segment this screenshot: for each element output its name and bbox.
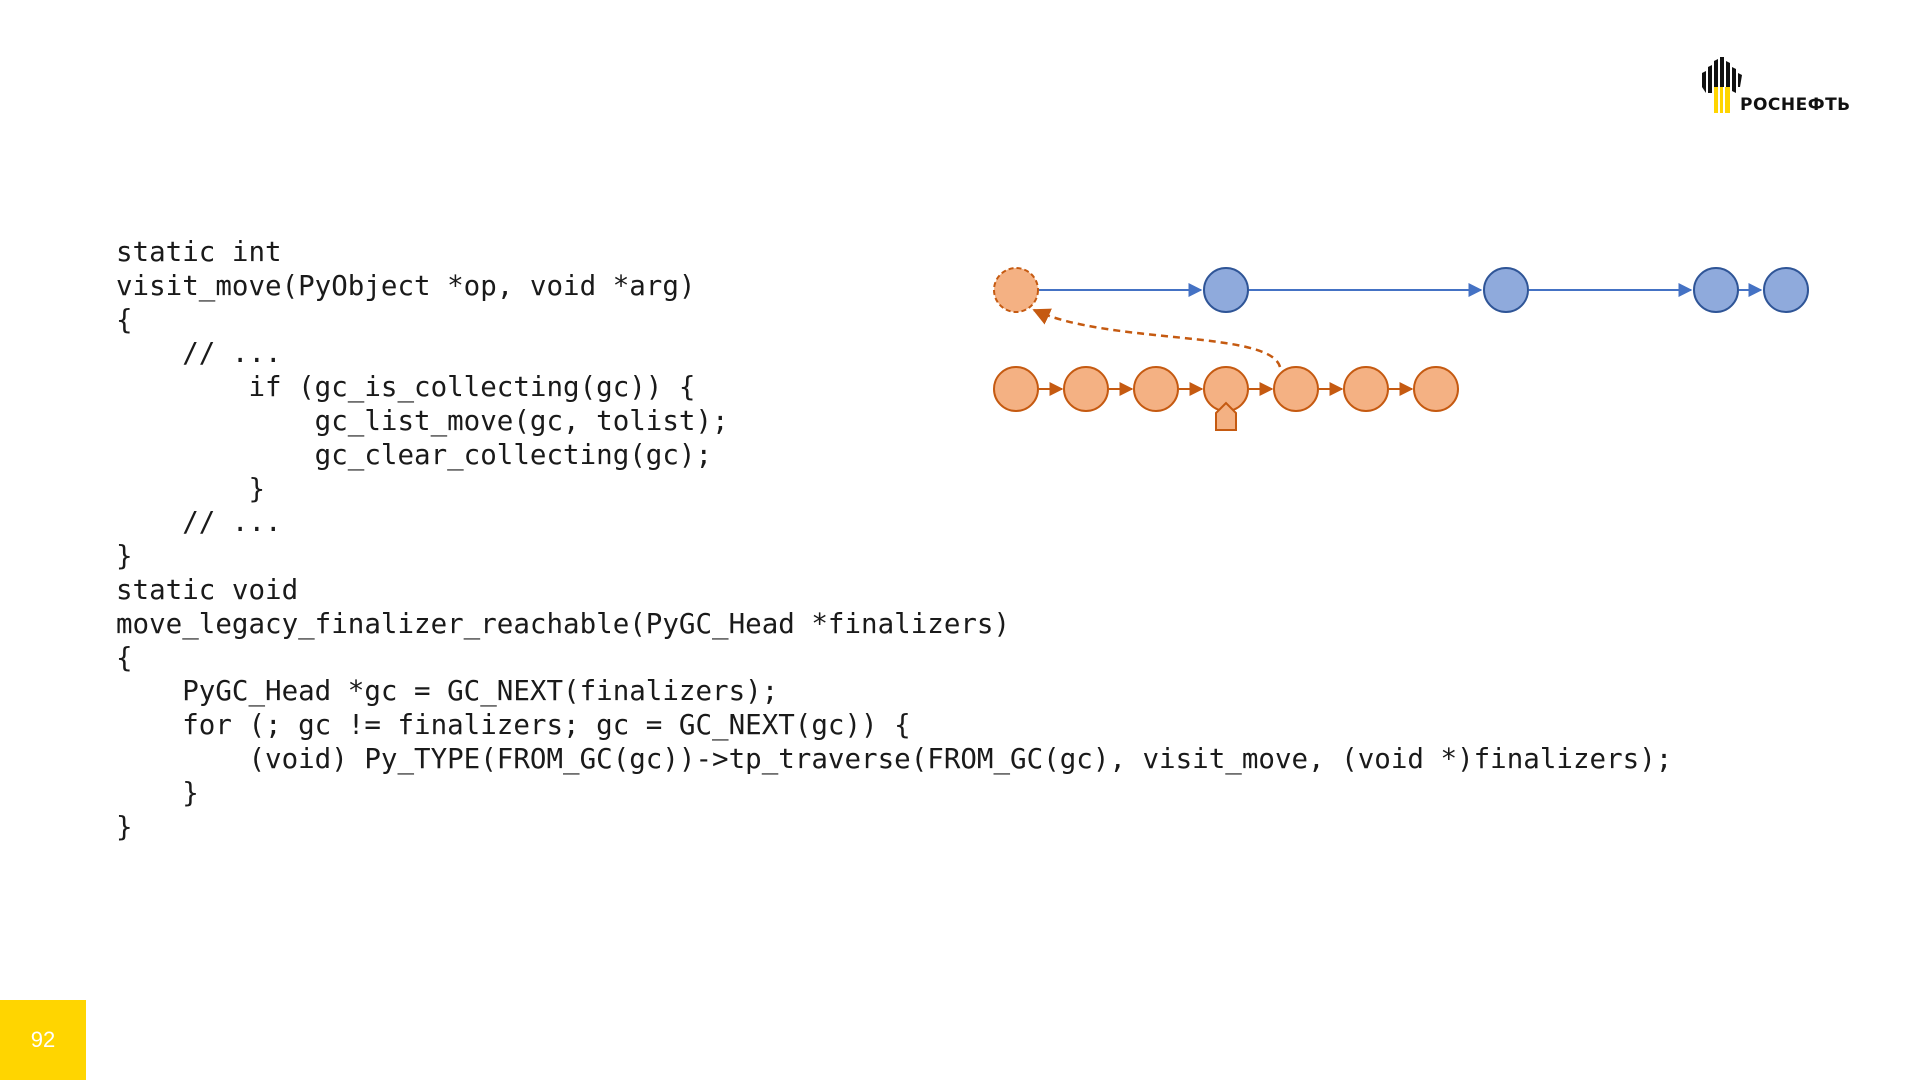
page-number: 92 (30, 1027, 56, 1052)
moved-node (993, 267, 1039, 313)
code-line: gc_clear_collecting(gc); (116, 438, 713, 471)
rosneft-logo-mark (1702, 57, 1742, 113)
code-line: if (gc_is_collecting(gc)) { (116, 371, 696, 404)
top-list-node (1763, 267, 1809, 313)
code-line: } (116, 472, 266, 505)
code-line: for (; gc != finalizers; gc = GC_NEXT(gc… (116, 709, 911, 742)
code-line: { (116, 641, 133, 674)
code-line: { (116, 303, 133, 336)
code-line: gc_list_move(gc, tolist); (116, 404, 729, 437)
gc-list-diagram (993, 267, 1809, 431)
top-list-node (1693, 267, 1739, 313)
top-list-node (1483, 267, 1529, 313)
bottom-list-node (1273, 366, 1319, 412)
bottom-list-node (1133, 366, 1179, 412)
code-line: static void (116, 573, 299, 606)
code-line: // ... (116, 506, 282, 539)
move-arrow (1032, 308, 1282, 368)
code-line: // ... (116, 337, 282, 370)
rosneft-logo: РОСНЕФТЬ (1700, 55, 1900, 125)
code-line: PyGC_Head *gc = GC_NEXT(finalizers); (116, 675, 779, 708)
code-line: visit_move(PyObject *op, void *arg) (116, 269, 696, 302)
code-line: move_legacy_finalizer_reachable(PyGC_Hea… (116, 607, 1011, 640)
code-line: static int (116, 236, 282, 268)
top-list-node (1203, 267, 1249, 313)
bottom-list-node (993, 366, 1039, 412)
bottom-list-node (1343, 366, 1389, 412)
code-line: } (116, 776, 199, 809)
bottom-list-node (1063, 366, 1109, 412)
page-number-badge: 92 (0, 1000, 86, 1080)
current-pointer-icon (1215, 401, 1237, 431)
code-line: (void) Py_TYPE(FROM_GC(gc))->tp_traverse… (116, 742, 1673, 775)
code-line: } (116, 810, 133, 843)
logo-wordmark: РОСНЕФТЬ (1740, 95, 1851, 115)
bottom-list-node (1413, 366, 1459, 412)
code-line: } (116, 540, 133, 573)
